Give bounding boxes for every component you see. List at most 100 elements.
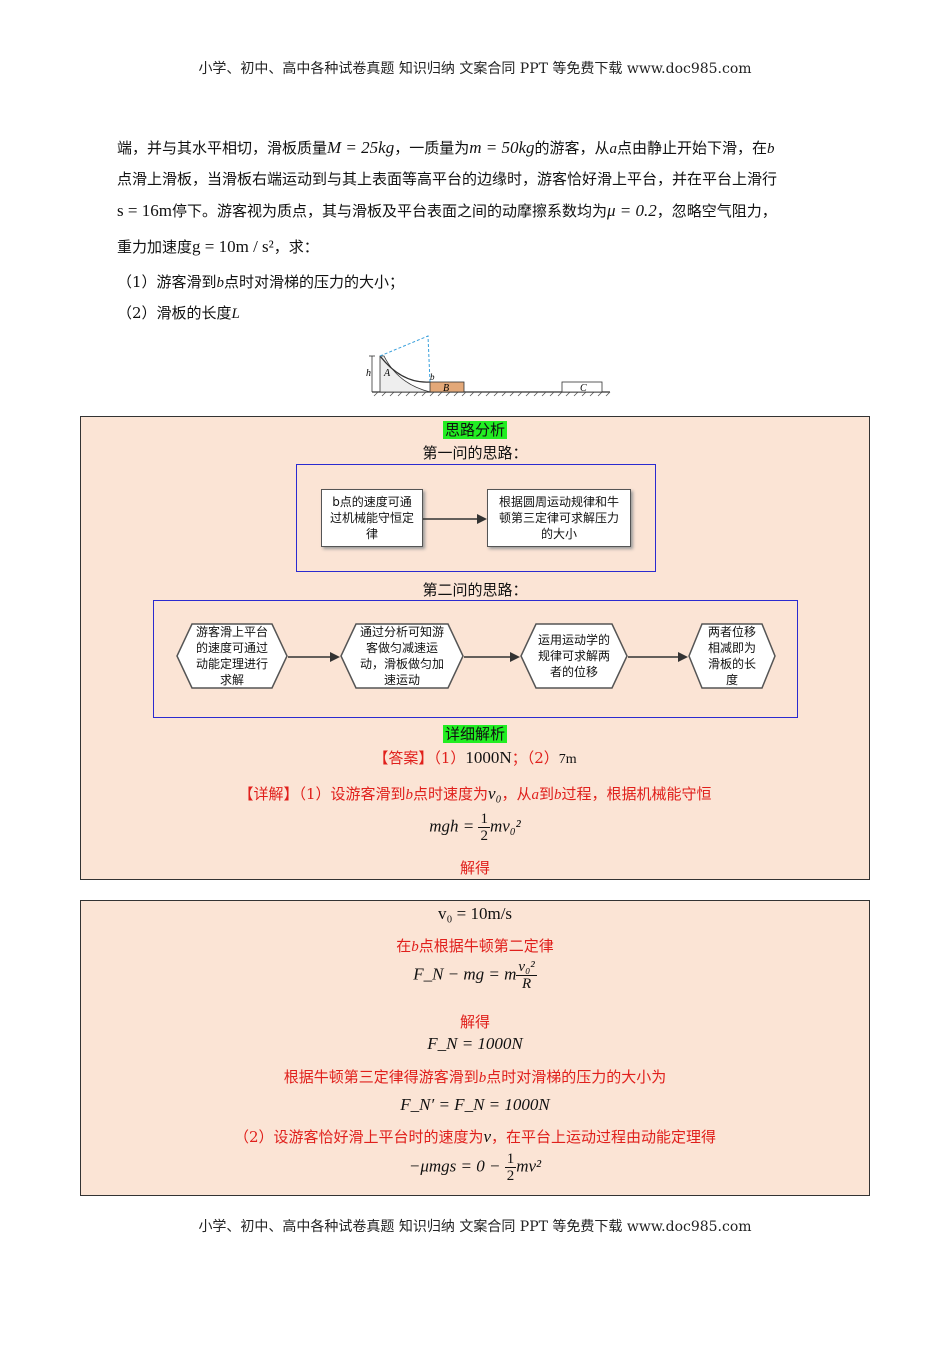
highlight: 思路分析: [442, 421, 507, 439]
equation-fn-prime: F_N′ = F_N = 1000N: [400, 1095, 550, 1114]
equation-v0: v₀ = 10m/s: [437, 904, 513, 923]
q2-step-1: 游客滑上平台的速度可通过动能定理进行求解: [176, 623, 288, 689]
text: 运用运动学的规律可求解两者的位移: [538, 633, 611, 679]
label-C: C: [580, 383, 587, 394]
equation-fn: F_N = 1000N: [427, 1034, 523, 1053]
arrow-right-icon: [628, 652, 688, 662]
question-2: （2）滑板的长度L: [117, 302, 240, 323]
mass-M: M = 25kg: [327, 138, 395, 157]
text: 2: [506, 1168, 515, 1184]
text: v₀²: [516, 959, 537, 976]
page-footer: 小学、初中、高中各种试卷真题 知识归纳 文案合同 PPT 等免费下载 www.d…: [198, 1219, 752, 1235]
point-a: a: [531, 787, 540, 803]
answer-2-value: 7m: [558, 752, 577, 767]
q1-step-1: b点的速度可通过机械能守恒定律: [321, 489, 423, 547]
solve-2: 解得: [459, 1013, 490, 1031]
label-h: h: [366, 368, 371, 379]
text: （2）设游客恰好滑上平台时的速度为: [233, 1128, 484, 1146]
q1-step-2: 根据圆周运动规律和牛顿第三定律可求解压力的大小: [487, 489, 631, 547]
text: mv²: [516, 1156, 542, 1176]
text: 点时对滑梯的压力的大小；: [224, 273, 405, 291]
text: −μmgs = 0 −: [408, 1156, 505, 1176]
text: 通过分析可知游客做匀减速运动，滑板做匀加速运动: [359, 625, 444, 687]
point-b: b: [478, 1070, 487, 1086]
text: mgh =: [429, 816, 479, 836]
q2-step-4: 两者位移相减即为滑板的长度: [688, 623, 776, 689]
detail-line: 【详解】（1）设游客滑到b点时速度为v₀，从a到b过程，根据机械能守恒: [81, 783, 869, 804]
text: 【答案】: [373, 749, 434, 767]
text: （1）游客滑到: [117, 273, 217, 291]
physics-figure: h A b B C: [366, 335, 611, 397]
text: 1: [504, 1151, 517, 1168]
highlight: 详细解析: [442, 725, 507, 743]
q2-flowchart: 游客滑上平台的速度可通过动能定理进行求解 通过分析可知游客做匀减速运动，滑板做匀…: [153, 600, 798, 718]
problem-line-3: s = 16m停下。游客视为质点，其与滑板及平台表面之间的动摩擦系数均为μ = …: [117, 200, 777, 221]
question-1: （1）游客滑到b点时对滑梯的压力的大小；: [117, 271, 404, 292]
mass-m: m = 50kg: [469, 138, 535, 157]
solve-1: 解得: [459, 859, 490, 877]
solution-title: 详细解析: [81, 723, 869, 744]
q2-line: （2）设游客恰好滑上平台时的速度为v，在平台上运动过程由动能定理得: [81, 1126, 869, 1147]
text: mv₀²: [489, 816, 521, 836]
gravity-g: g = 10m / s²: [192, 237, 274, 256]
text: 1: [478, 811, 490, 828]
text: 到: [539, 785, 555, 803]
problem-line-1: 端，并与其水平相切，滑板质量M = 25kg，一质量为m = 50kg的游客，从…: [117, 137, 775, 158]
text: 停下。游客视为质点，其与滑板及平台表面之间的动摩擦系数均为: [171, 202, 607, 220]
v: v: [483, 1127, 492, 1146]
text: ，一质量为: [394, 139, 470, 157]
text: 的游客，从: [534, 139, 610, 157]
text: 【详解】: [238, 785, 299, 803]
text: ，在平台上运动过程由动能定理得: [491, 1128, 717, 1146]
analysis-panel: 思路分析 第一问的思路： b点的速度可通过机械能守恒定律 根据圆周运动规律和牛顿…: [80, 416, 870, 880]
friction-mu: μ = 0.2: [606, 201, 657, 220]
text: ，从: [501, 785, 532, 803]
point-b: b: [767, 141, 775, 157]
text: 点时速度为: [413, 785, 489, 803]
arrow-right-icon: [423, 514, 487, 524]
point-b: b: [411, 939, 419, 955]
q1-heading: 第一问的思路：: [422, 444, 528, 462]
text: ，求：: [273, 238, 319, 256]
point-b: b: [554, 787, 562, 803]
answer-line: 【答案】（1）1000N；（2）7m: [81, 747, 869, 768]
text: ；: [511, 749, 527, 767]
text: F_N − mg = m: [413, 964, 517, 984]
third-law-line: 根据牛顿第三定律得游客滑到b点时对滑梯的压力的大小为: [81, 1066, 869, 1087]
text: 在: [396, 937, 412, 955]
analysis-title: 思路分析: [81, 419, 869, 440]
text: R: [522, 976, 532, 992]
distance-s: s = 16m: [117, 201, 172, 220]
text: （2）: [526, 749, 559, 767]
text: 点时对滑梯的压力的大小为: [486, 1068, 667, 1086]
length-L: L: [231, 306, 240, 322]
page-header: 小学、初中、高中各种试卷真题 知识归纳 文案合同 PPT 等免费下载 www.d…: [198, 61, 752, 77]
point-a: a: [609, 141, 618, 157]
arrow-right-icon: [288, 652, 340, 662]
text: 根据牛顿第三定律得游客滑到: [283, 1068, 479, 1086]
text: ，忽略空气阻力，: [656, 202, 777, 220]
answer-1-value: 1000N: [465, 748, 512, 767]
text: 点由静止开始下滑，在: [617, 139, 768, 157]
text: 重力加速度: [117, 238, 193, 256]
text: 点根据牛顿第二定律: [418, 937, 554, 955]
q2-step-2: 通过分析可知游客做匀减速运动，滑板做匀加速运动: [340, 623, 464, 689]
q2-heading: 第二问的思路：: [422, 581, 528, 599]
arrow-right-icon: [464, 652, 520, 662]
v0: v₀: [488, 784, 502, 803]
text: 端，并与其水平相切，滑板质量: [117, 139, 328, 157]
point-b: b: [216, 275, 225, 291]
problem-line-4: 重力加速度g = 10m / s²，求：: [117, 236, 319, 257]
text: 过程，根据机械能守恒: [561, 785, 712, 803]
label-A: A: [383, 368, 391, 379]
text: 2: [480, 828, 488, 844]
point-b: b: [405, 787, 414, 803]
problem-line-2: 点滑上滑板，当滑板右端运动到与其上表面等高平台的边缘时，游客恰好滑上平台，并在平…: [117, 170, 778, 188]
text: 两者位移相减即为滑板的长度: [707, 625, 756, 687]
label-B: B: [443, 383, 449, 394]
text: （2）滑板的长度: [117, 304, 232, 322]
text: （1）设游客滑到: [298, 785, 406, 803]
